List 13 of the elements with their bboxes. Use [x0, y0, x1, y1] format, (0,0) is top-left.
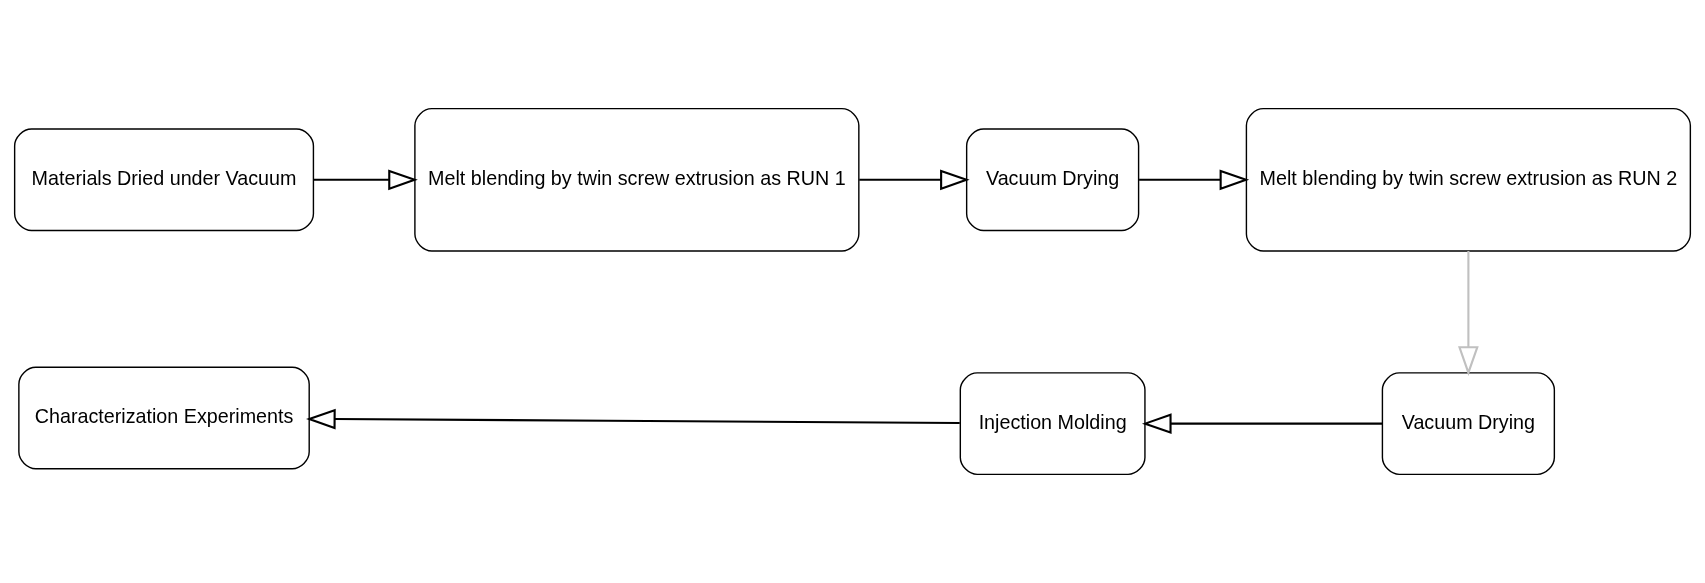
node-box: Vacuum Drying [1381, 372, 1556, 476]
node-box: Characterization Experiments [18, 366, 310, 470]
node-box: Melt blending by twin screw extrusion as RUN 1 [414, 107, 860, 252]
node-box: Vacuum Drying [965, 128, 1140, 232]
node-box: Materials Dried under Vacuum [13, 128, 315, 232]
arrow [306, 408, 960, 430]
node-box: Injection Molding [959, 372, 1146, 476]
arrow [1141, 413, 1383, 434]
node-box: Melt blending by twin screw extrusion as RUN 2 [1245, 107, 1692, 252]
arrow [1458, 251, 1479, 376]
arrow [859, 169, 970, 191]
arrow [313, 169, 418, 191]
arrow [1139, 169, 1250, 191]
